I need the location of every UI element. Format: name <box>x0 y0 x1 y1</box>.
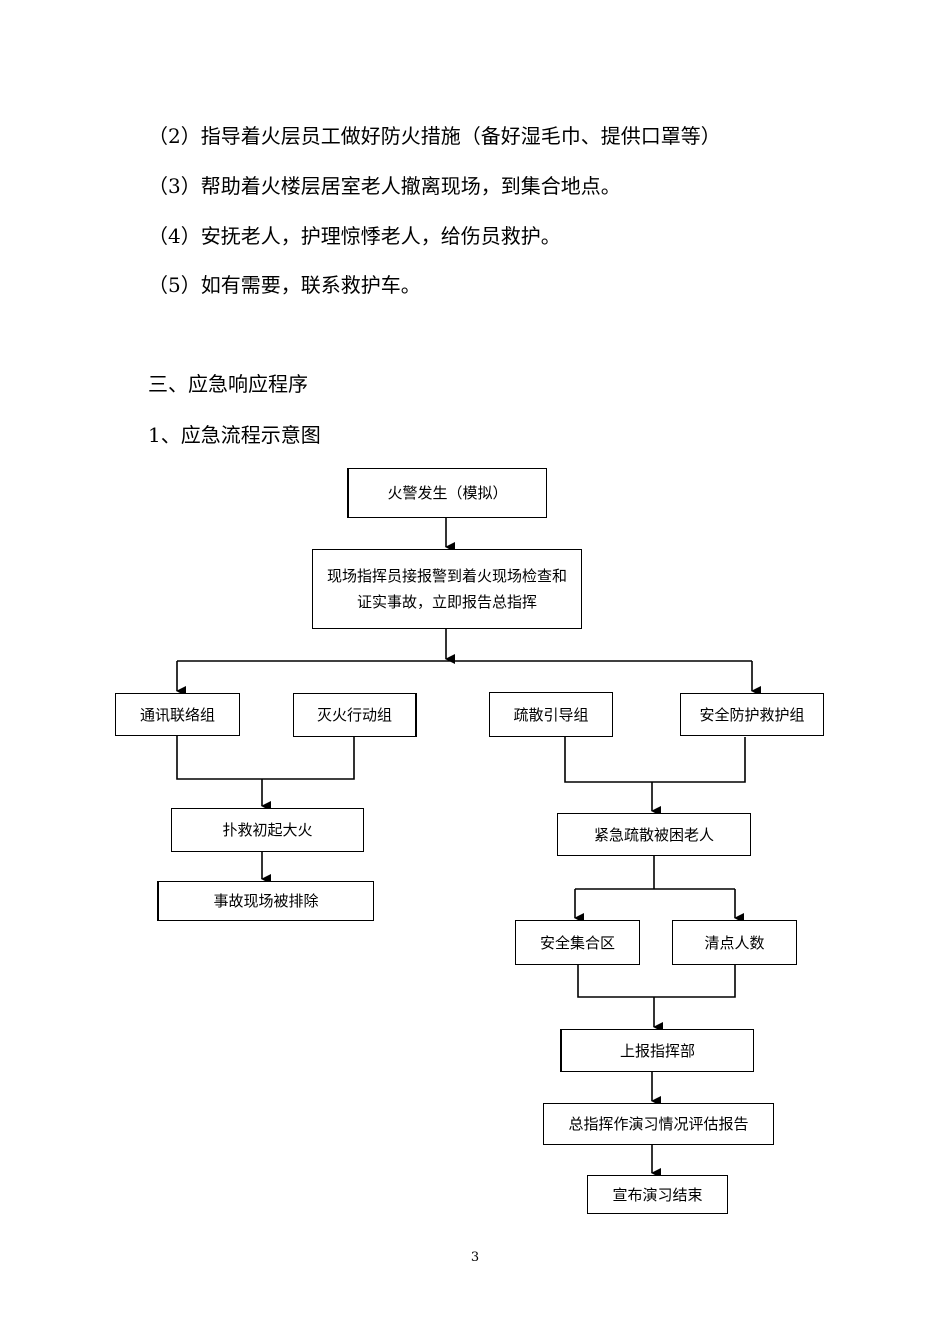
section-title: 三、应急响应程序 <box>148 372 308 396</box>
box-extinguish: 扑救初起大火 <box>171 808 364 852</box>
merge-left <box>176 736 355 780</box>
item-5: （5）如有需要，联系救护车。 <box>148 273 421 297</box>
box-evacuate: 紧急疏散被困老人 <box>557 813 751 856</box>
page-number: 3 <box>470 1250 480 1265</box>
merge-bottom <box>577 965 736 998</box>
subsection-title: 1、应急流程示意图 <box>148 423 321 447</box>
item-2: （2）指导着火层员工做好防火措施（备好湿毛巾、提供口罩等） <box>148 124 721 148</box>
box-end: 宣布演习结束 <box>587 1175 728 1214</box>
box-group-fire: 灭火行动组 <box>293 693 417 737</box>
box-group-comm: 通讯联络组 <box>115 693 240 736</box>
item-3: （3）帮助着火楼层居室老人撤离现场，到集合地点。 <box>148 174 621 198</box>
box-headcount: 清点人数 <box>672 920 797 965</box>
box-group-evac: 疏散引导组 <box>489 692 613 737</box>
box-group-safety: 安全防护救护组 <box>680 693 824 736</box>
item-4: （4）安抚老人，护理惊悸老人，给伤员救护。 <box>148 224 561 248</box>
box-report-hq: 上报指挥部 <box>560 1029 754 1072</box>
box-check: 现场指挥员接报警到着火现场检查和证实事故，立即报告总指挥 <box>312 549 582 629</box>
box-evaluation: 总指挥作演习情况评估报告 <box>543 1103 774 1145</box>
box-start: 火警发生（模拟） <box>347 468 547 518</box>
box-assembly: 安全集合区 <box>515 920 640 965</box>
merge-right <box>564 737 746 783</box>
box-eliminated: 事故现场被排除 <box>157 881 374 921</box>
